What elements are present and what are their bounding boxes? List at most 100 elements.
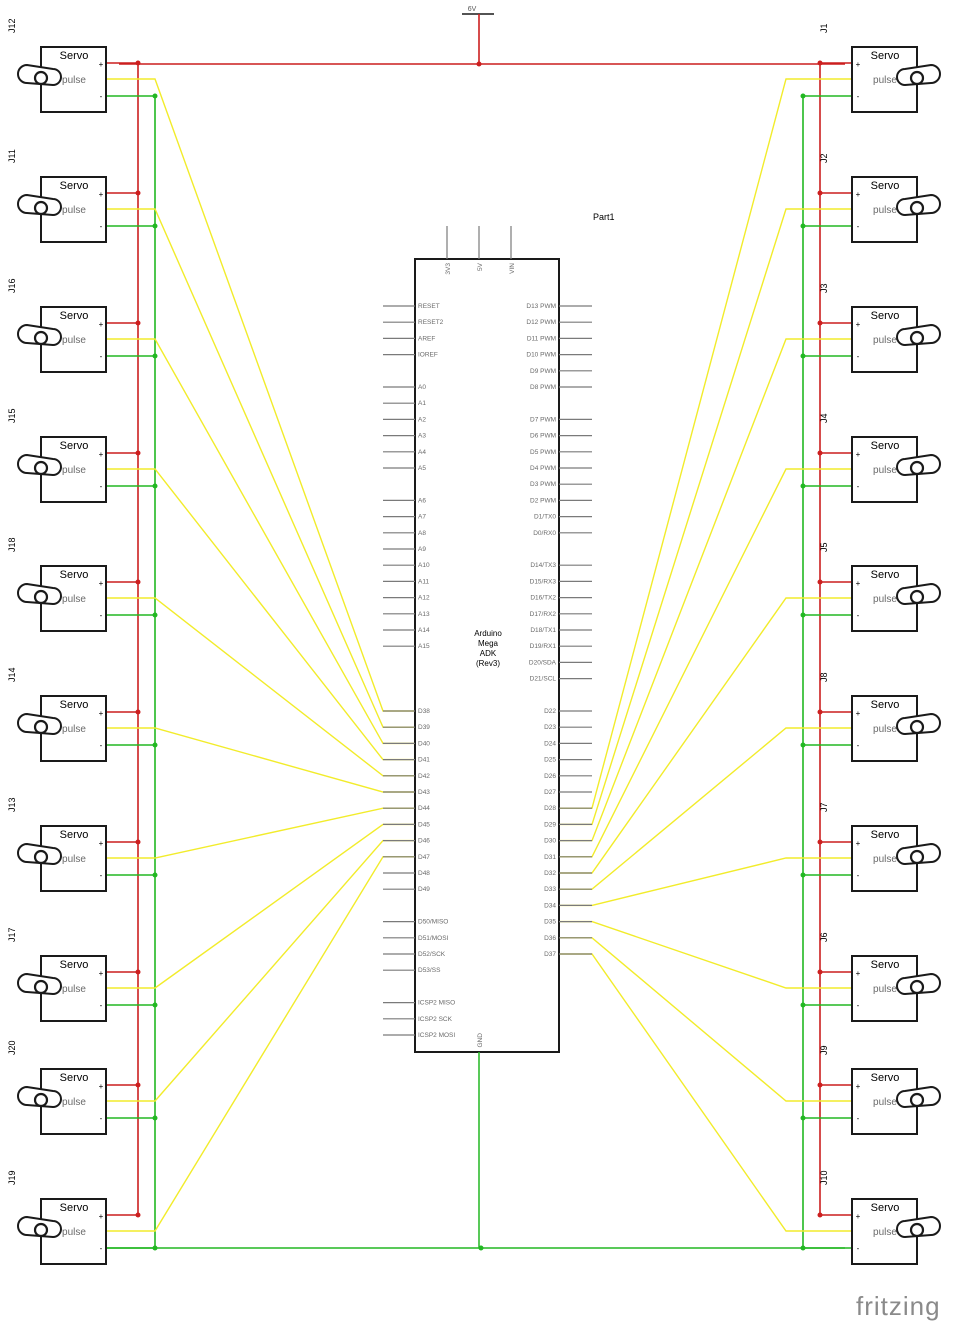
board-left-pin-label: A5 bbox=[418, 465, 426, 472]
servo-title: Servo bbox=[871, 50, 900, 62]
ground-junction bbox=[152, 872, 158, 878]
board-left-pin-label: A13 bbox=[418, 611, 430, 618]
servo-shaft-icon bbox=[909, 719, 925, 735]
servo-minus-label: - bbox=[857, 1244, 860, 1253]
servo-plus-label: + bbox=[856, 1082, 861, 1091]
board-left-pin-label: D39 bbox=[418, 724, 430, 731]
servo-minus-label: - bbox=[857, 92, 860, 101]
servo-minus-label: - bbox=[857, 222, 860, 231]
servo-pulse-label: pulse bbox=[62, 465, 86, 476]
board-right-pin-label: D14/TX3 bbox=[530, 562, 556, 569]
servo-shaft-icon bbox=[909, 1222, 925, 1238]
power-junction bbox=[476, 61, 482, 67]
board-left-pin-label: D47 bbox=[418, 854, 430, 861]
servo-title: Servo bbox=[60, 310, 89, 322]
servo-shaft-icon bbox=[33, 460, 49, 476]
board-name-line: (Rev3) bbox=[476, 659, 500, 668]
servo-title: Servo bbox=[60, 829, 89, 841]
servo-ref-label: J12 bbox=[7, 18, 17, 33]
board-left-pin-label: A4 bbox=[418, 449, 426, 456]
board-right-pin-label: D34 bbox=[544, 902, 556, 909]
servo-signal-wire bbox=[559, 208, 852, 826]
servo-plus-label: + bbox=[99, 1082, 104, 1091]
power-junction bbox=[817, 450, 823, 456]
board-bottom-pin-label: GND bbox=[477, 1033, 484, 1048]
board-right-pin-label: D21/SCL bbox=[530, 676, 557, 683]
servo-title: Servo bbox=[871, 959, 900, 971]
servo-ref-label: J20 bbox=[7, 1040, 17, 1055]
board-left-pin-label: A11 bbox=[418, 578, 429, 585]
power-junction bbox=[817, 1082, 823, 1088]
power-junction bbox=[817, 320, 823, 326]
board-left-pin-label: ICSP2 SCK bbox=[418, 1016, 453, 1023]
servo-minus-label: - bbox=[857, 1001, 860, 1010]
servo-plus-label: + bbox=[99, 969, 104, 978]
ground-junction bbox=[800, 742, 806, 748]
board-left-pin-label: A2 bbox=[418, 416, 426, 423]
board-right-pin-label: D23 bbox=[544, 724, 556, 731]
board-left-pin-label: A1 bbox=[418, 400, 426, 407]
servo-title: Servo bbox=[871, 1072, 900, 1084]
board-right-pin-label: D27 bbox=[544, 789, 556, 796]
servo-pulse-label: pulse bbox=[62, 1227, 86, 1238]
ground-junction bbox=[800, 872, 806, 878]
servo-title: Servo bbox=[60, 699, 89, 711]
servo-ref-label: J10 bbox=[819, 1170, 829, 1185]
servo-signal-wire bbox=[106, 597, 415, 777]
power-junction bbox=[817, 839, 823, 845]
servo-shaft-icon bbox=[33, 70, 49, 86]
board-right-pin-label: D15/RX3 bbox=[530, 578, 557, 585]
power-junction bbox=[135, 709, 141, 715]
board-left-pin-label: D48 bbox=[418, 870, 430, 877]
servo-plus-label: + bbox=[856, 1212, 861, 1221]
board-right-pin-label: D18/TX1 bbox=[530, 627, 556, 634]
ground-junction bbox=[800, 93, 806, 99]
board-left-pin-label: A9 bbox=[418, 546, 426, 553]
servo-pulse-label: pulse bbox=[62, 205, 86, 216]
servo-minus-label: - bbox=[857, 482, 860, 491]
board-right-pin-label: D8 PWM bbox=[530, 384, 556, 391]
ground-junction bbox=[152, 483, 158, 489]
servo-minus-label: - bbox=[857, 741, 860, 750]
ground-junction bbox=[152, 353, 158, 359]
board-right-pin-label: D13 PWM bbox=[526, 303, 556, 310]
servo-title: Servo bbox=[871, 180, 900, 192]
board-left-pin-label: A10 bbox=[418, 562, 430, 569]
servo-shaft-icon bbox=[909, 200, 925, 216]
power-junction bbox=[817, 709, 823, 715]
board-right-pin-label: D9 PWM bbox=[530, 368, 556, 375]
servo-pulse-label: pulse bbox=[873, 465, 897, 476]
board-left-pin-label: D51/MOSI bbox=[418, 935, 449, 942]
board-right-pin-label: D12 PWM bbox=[526, 319, 556, 326]
board-top-pin-label: 3V3 bbox=[445, 263, 452, 275]
power-junction bbox=[135, 969, 141, 975]
servo-minus-label: - bbox=[100, 352, 103, 361]
servo-ref-label: J9 bbox=[819, 1045, 829, 1055]
board-right-pin-label: D0/RX0 bbox=[533, 530, 556, 537]
servo-shaft-icon bbox=[909, 979, 925, 995]
servo-plus-label: + bbox=[856, 579, 861, 588]
board-right-pin-label: D37 bbox=[544, 951, 556, 958]
servo-signal-wire bbox=[106, 727, 415, 793]
board-left-pin-label: RESET bbox=[418, 303, 440, 310]
ground-junction bbox=[800, 353, 806, 359]
servo-signal-wire bbox=[559, 78, 852, 809]
board-left-pin-label: A6 bbox=[418, 497, 426, 504]
power-junction bbox=[135, 450, 141, 456]
servo-pulse-label: pulse bbox=[62, 75, 86, 86]
servo-shaft-icon bbox=[33, 330, 49, 346]
servo-plus-label: + bbox=[99, 1212, 104, 1221]
servo-title: Servo bbox=[60, 440, 89, 452]
servo-minus-label: - bbox=[100, 1114, 103, 1123]
servo-pulse-label: pulse bbox=[873, 594, 897, 605]
servo-ref-label: J17 bbox=[7, 927, 17, 942]
servo-title: Servo bbox=[60, 569, 89, 581]
servo-pulse-label: pulse bbox=[873, 1097, 897, 1108]
